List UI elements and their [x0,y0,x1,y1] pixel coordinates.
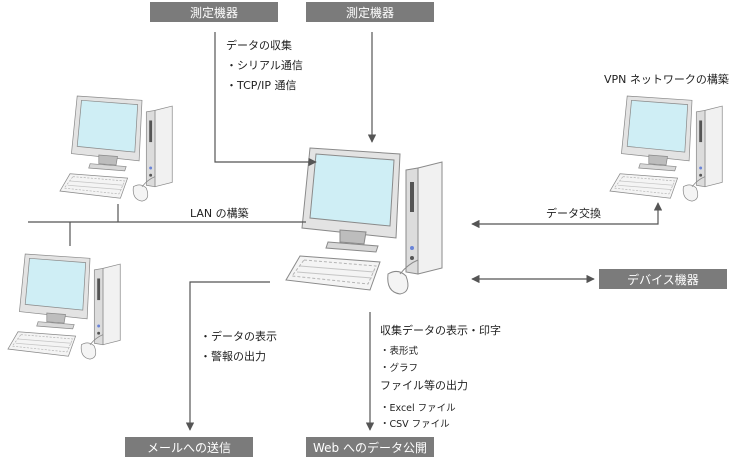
computer-icon [285,147,443,295]
label-graph: ・グラフ [380,363,419,374]
label-collect-print: 収集データの表示・印字 [380,324,501,337]
label-csv: ・CSV ファイル [380,419,450,430]
label-lan: LAN の構築 [190,207,249,220]
computer-icon [59,95,173,202]
box-web-publish: Web へのデータ公開 [306,437,434,457]
box-measure-device-2: 測定機器 [306,2,434,22]
label-collect-serial: ・シリアル通信 [226,59,303,72]
label-exchange: データ交換 [546,207,601,220]
connector-mail [185,281,270,431]
computer-icon [609,95,723,202]
label-file-output: ファイル等の出力 [380,379,468,392]
connector-exchange [471,202,663,229]
connector-measure1 [214,32,317,167]
box-mail-send: メールへの送信 [125,437,253,457]
computer-icon [7,253,121,360]
label-display-data: ・データの表示 [200,330,277,343]
label-table-format: ・表形式 [380,346,419,357]
lan-line [28,204,306,246]
label-collect-title: データの収集 [226,39,292,52]
label-vpn: VPN ネットワークの構築 [604,73,729,86]
box-measure-device-1: 測定機器 [150,2,278,22]
box-device-equipment: デバイス機器 [599,269,727,289]
label-collect-tcpip: ・TCP/IP 通信 [226,79,297,92]
label-alarm: ・警報の出力 [200,350,266,363]
label-excel: ・Excel ファイル [380,403,456,414]
